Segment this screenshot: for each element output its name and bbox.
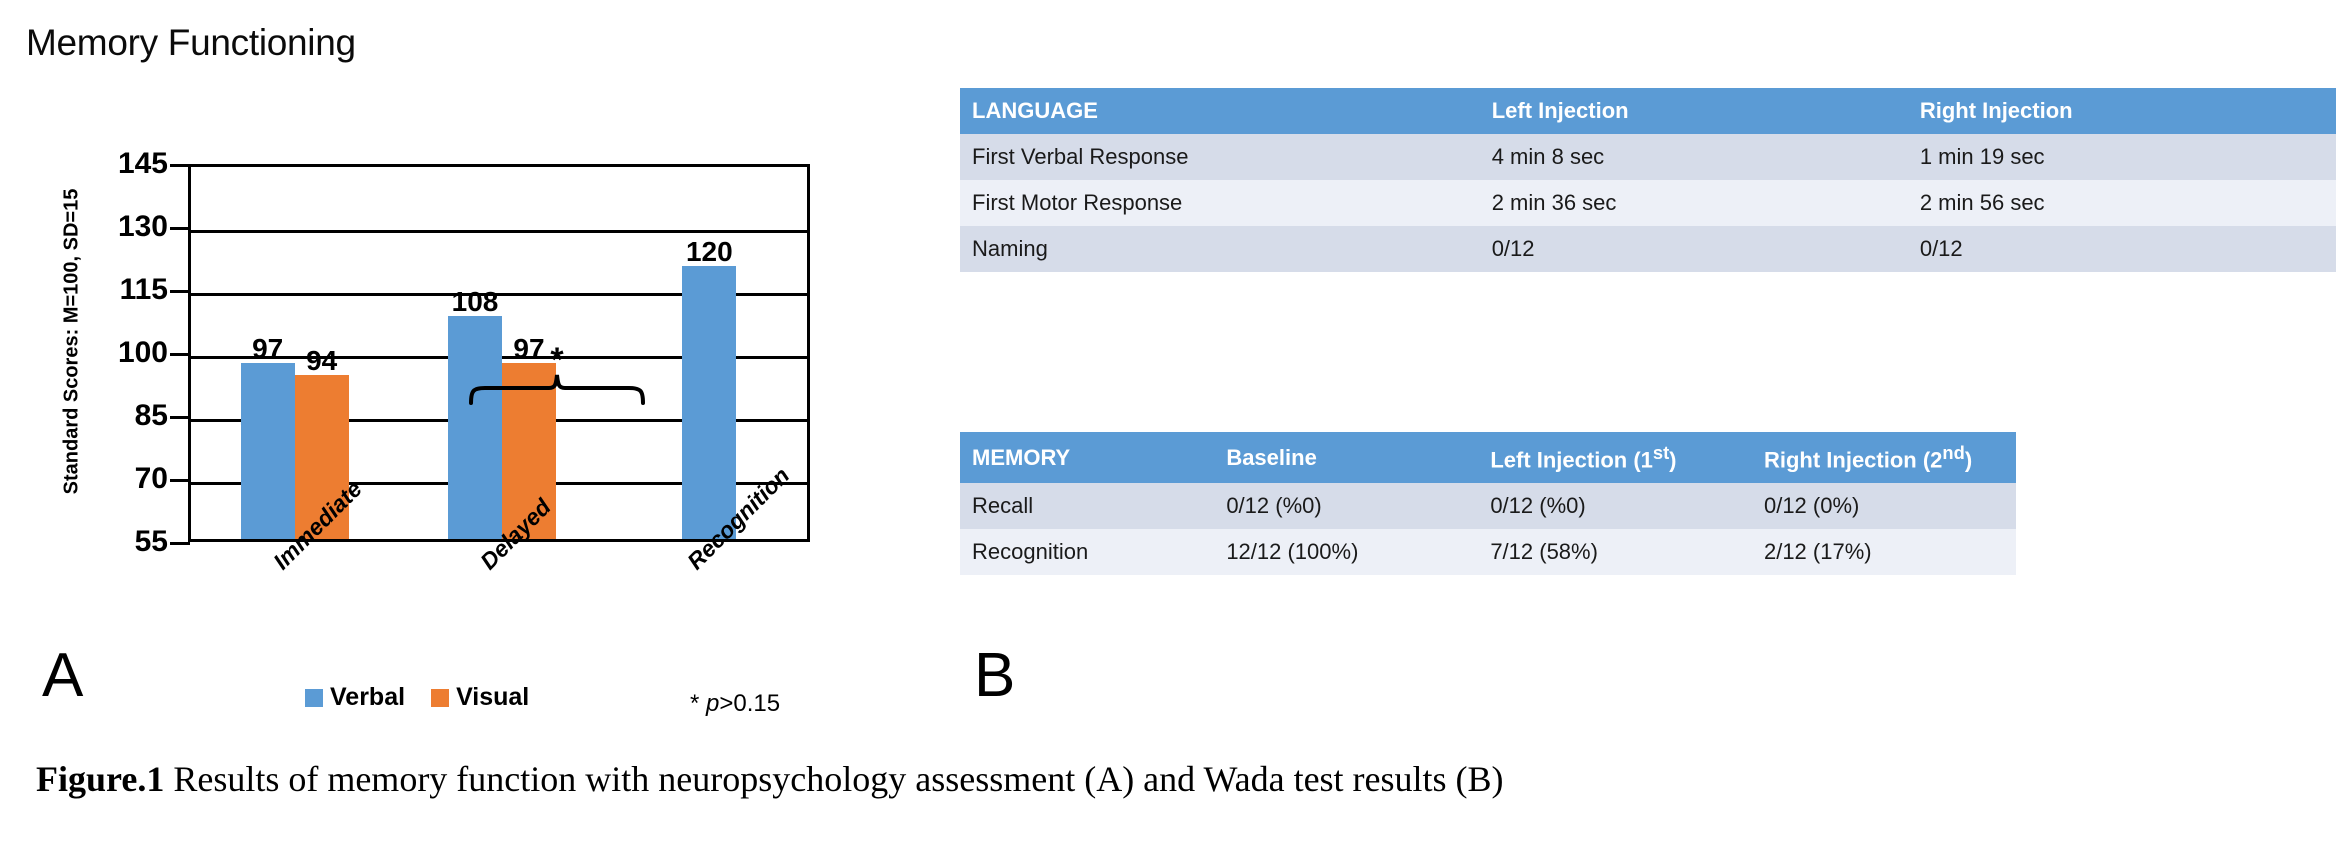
- y-axis-tick-label: 85: [134, 399, 168, 432]
- panel-a-chart: Memory Functioning Standard Scores: M=10…: [0, 0, 1000, 740]
- language-table-cell-r2-c1: 0/12: [1479, 226, 1908, 272]
- bar-recognition-verbal: [682, 266, 737, 539]
- bar-value-label: 97: [513, 332, 545, 364]
- header-superscript: nd: [1942, 442, 1965, 463]
- memory-table-cell-r0-c0: Recall: [960, 483, 1215, 530]
- y-axis-tick-mark: [170, 290, 190, 293]
- memory-table-header-3: Right Injection (2nd): [1751, 432, 2016, 484]
- bar-immediate-visual: [294, 375, 349, 539]
- language-table-header-1: Left Injection: [1479, 88, 1908, 134]
- figure-caption: Figure.1 Results of memory function with…: [36, 758, 1504, 800]
- y-axis-tick-label: 145: [117, 147, 168, 180]
- language-table-cell-r2-c2: 0/12: [1907, 226, 2336, 272]
- plot-area: 97 94 108 97 120 *: [188, 164, 810, 542]
- p-note-star: *: [690, 690, 700, 717]
- legend-item-visual[interactable]: Visual: [431, 685, 529, 710]
- y-axis-tick-mark: [170, 353, 190, 356]
- y-axis-tick-mark: [170, 416, 190, 419]
- language-table-cell-r0-c0: First Verbal Response: [960, 134, 1480, 180]
- p-note-rest: >0.15: [719, 690, 781, 717]
- memory-table-cell-r1-c0: Recognition: [960, 529, 1215, 576]
- y-axis-tick-mark: [170, 164, 190, 167]
- memory-table-header-1: Baseline: [1214, 432, 1479, 484]
- gridline: [191, 230, 807, 233]
- figure-caption-label: Figure.1: [36, 759, 165, 799]
- y-axis-tick-label: 115: [119, 273, 168, 306]
- legend-item-verbal[interactable]: Verbal: [305, 685, 405, 710]
- y-axis-tick-label: 55: [134, 525, 168, 558]
- memory-table-cell-r1-c3: 2/12 (17%): [1751, 529, 2016, 576]
- p-value-note: * p>0.15: [690, 690, 780, 718]
- bar-immediate-verbal: [240, 362, 295, 539]
- memory-table-cell-r0-c3: 0/12 (0%): [1751, 483, 2016, 530]
- y-axis-tick-label: 100: [117, 336, 168, 369]
- y-axis-tick-mark: [170, 542, 190, 545]
- bar-value-label: 97: [252, 332, 284, 364]
- y-axis-tick-label: 70: [134, 462, 168, 495]
- bar-value-label: 94: [306, 345, 338, 377]
- language-table-cell-r1-c2: 2 min 56 sec: [1907, 180, 2336, 226]
- panel-a-letter: A: [42, 641, 84, 710]
- memory-table-cell-r1-c1: 12/12 (100%): [1214, 529, 1479, 576]
- y-axis-tick-label: 130: [117, 210, 168, 243]
- y-axis-tick-mark: [170, 227, 190, 230]
- bars-layer: 97 94 108 97 120: [191, 167, 807, 539]
- gridline: [191, 293, 807, 296]
- language-table-header-2: Right Injection: [1907, 88, 2336, 134]
- page-title: Memory Functioning: [26, 22, 356, 63]
- memory-table-cell-r0-c2: 0/12 (%0): [1478, 483, 1752, 530]
- legend-swatch-icon: [431, 688, 450, 707]
- bar-value-label: 120: [685, 236, 733, 267]
- y-axis-tick-mark: [170, 479, 190, 482]
- bar-value-label: 108: [451, 286, 499, 318]
- memory-table-header-0: MEMORY: [960, 432, 1215, 484]
- memory-table-cell-r1-c2: 7/12 (58%): [1478, 529, 1752, 576]
- language-table-cell-r0-c1: 4 min 8 sec: [1479, 134, 1908, 180]
- legend-label: Verbal: [330, 683, 406, 711]
- bar-delayed-verbal: [448, 316, 502, 539]
- y-axis-tick-labels: 145 130 115 100 85 70 55: [40, 149, 168, 557]
- header-superscript: st: [1652, 442, 1670, 463]
- language-table-header-0: LANGUAGE: [960, 88, 1480, 134]
- memory-table-cell-r0-c1: 0/12 (%0): [1214, 483, 1479, 530]
- language-table-cell-r2-c0: Naming: [960, 226, 1480, 272]
- panel-b-letter: B: [974, 641, 1016, 710]
- p-note-italic: p: [706, 690, 720, 717]
- legend-swatch-icon: [305, 688, 323, 707]
- figure-caption-text: Results of memory function with neuropsy…: [164, 759, 1504, 799]
- chart-legend: Verbal Visual: [305, 685, 529, 710]
- language-table-cell-r1-c1: 2 min 36 sec: [1479, 180, 1908, 226]
- legend-label: Visual: [456, 683, 530, 711]
- language-table-cell-r0-c2: 1 min 19 sec: [1907, 134, 2336, 180]
- significance-bracket-icon: [467, 367, 647, 405]
- memory-table-header-2: Left Injection (1st): [1478, 432, 1752, 484]
- language-table-cell-r1-c0: First Motor Response: [960, 180, 1480, 226]
- bar-delayed-visual: [502, 362, 556, 539]
- significance-asterisk: *: [550, 341, 564, 379]
